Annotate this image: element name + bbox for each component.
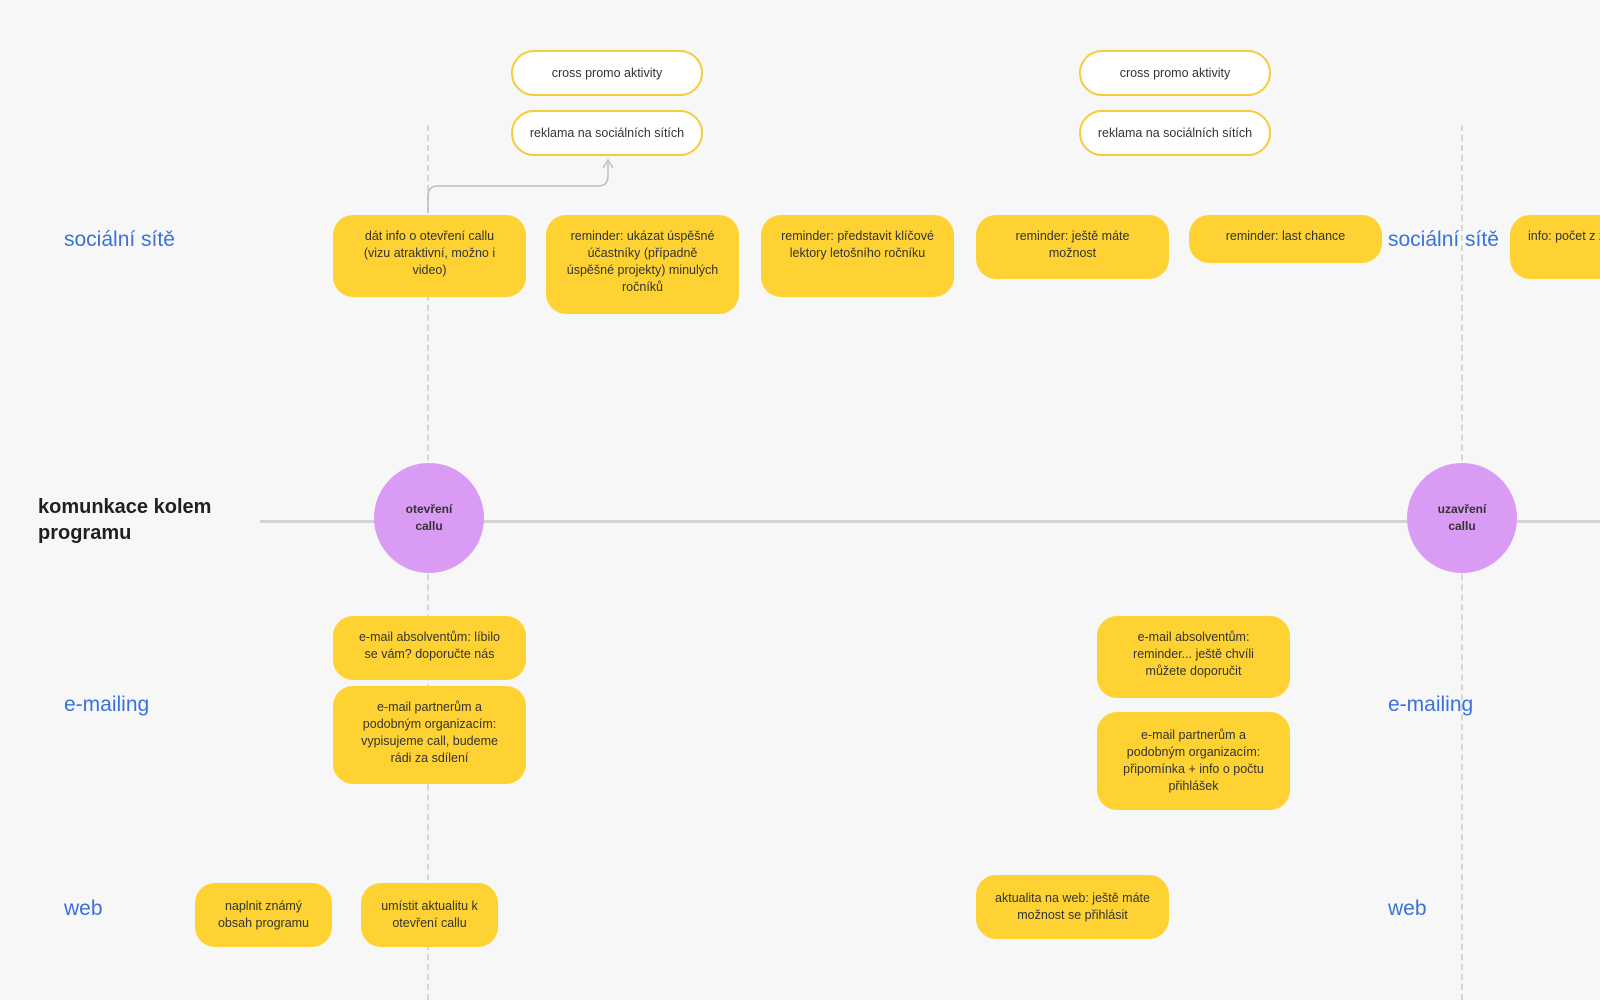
lane-label-web: web xyxy=(64,897,103,920)
lane-label-emailing: e-mailing xyxy=(64,693,150,716)
lane-label-emailing-right: e-mailing xyxy=(1388,693,1474,716)
lane-label-web-right: web xyxy=(1388,897,1427,920)
social-note-last-chance[interactable]: reminder: last chance xyxy=(1189,215,1382,263)
social-note-open-call-info[interactable]: dát info o otevření callu (vizu atraktiv… xyxy=(333,215,526,297)
social-ads-pill-left[interactable]: reklama na sociálních sítích xyxy=(511,110,703,156)
social-ads-pill-right[interactable]: reklama na sociálních sítích xyxy=(1079,110,1271,156)
web-note-program-content[interactable]: naplnit známý obsah programu xyxy=(195,883,332,947)
program-timeline xyxy=(260,520,1600,523)
lane-label-social: sociální sítě xyxy=(64,228,175,251)
cross-promo-pill-right[interactable]: cross promo aktivity xyxy=(1079,50,1271,96)
social-note-key-lecturers[interactable]: reminder: představit klíčové lektory let… xyxy=(761,215,954,297)
milestone-close-call[interactable]: uzavření callu xyxy=(1407,463,1517,573)
program-communication-title: komunkace kolem programu xyxy=(38,496,212,544)
social-note-still-time[interactable]: reminder: ještě máte možnost xyxy=(976,215,1169,279)
cross-promo-pill-left[interactable]: cross promo aktivity xyxy=(511,50,703,96)
email-note-alumni-recommend[interactable]: e-mail absolventům: líbilo se vám? dopor… xyxy=(333,616,526,680)
web-note-open-call-news[interactable]: umístit aktualitu k otevření callu xyxy=(361,883,498,947)
lane-label-social-right: sociální sítě xyxy=(1388,228,1499,251)
email-note-alumni-reminder[interactable]: e-mail absolventům: reminder... ještě ch… xyxy=(1097,616,1290,698)
social-note-applicant-count[interactable]: info: počet z zemí, odku xyxy=(1510,215,1600,279)
web-note-apply-reminder[interactable]: aktualita na web: ještě máte možnost se … xyxy=(976,875,1169,939)
email-note-partners-share[interactable]: e-mail partnerům a podobným organizacím:… xyxy=(333,686,526,784)
milestone-open-call[interactable]: otevření callu xyxy=(374,463,484,573)
email-note-partners-reminder[interactable]: e-mail partnerům a podobným organizacím:… xyxy=(1097,712,1290,810)
social-note-success-stories[interactable]: reminder: ukázat úspěšné účastníky (příp… xyxy=(546,215,739,314)
